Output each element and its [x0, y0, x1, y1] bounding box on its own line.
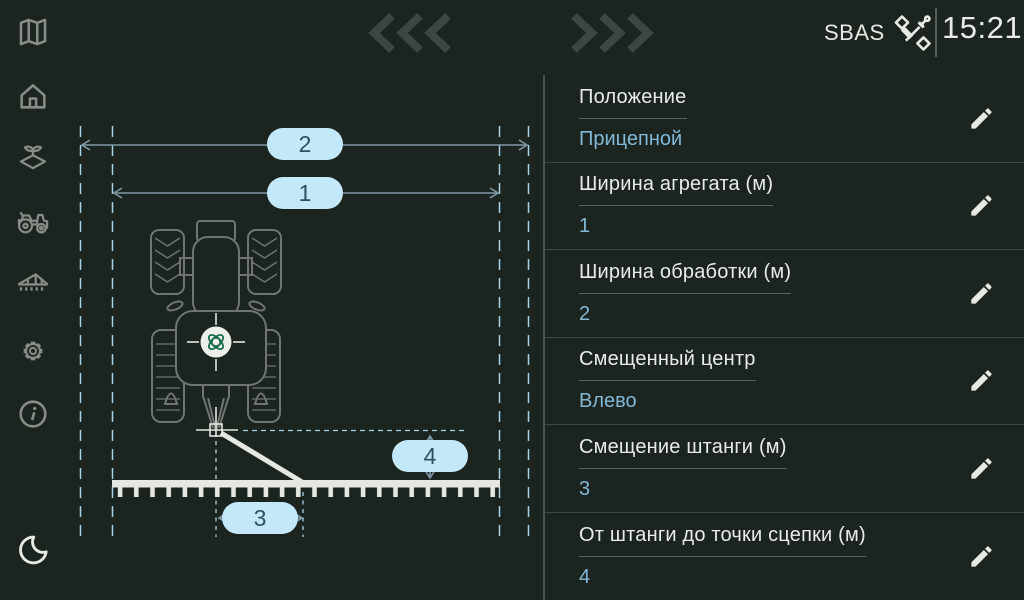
setting-label: Положение	[579, 86, 687, 119]
gps-position-marker	[187, 313, 245, 371]
implement-width-label: 1	[267, 177, 343, 209]
pencil-icon	[970, 458, 992, 479]
sidebar-item-implement[interactable]	[13, 258, 53, 298]
setting-value: 1	[579, 215, 591, 238]
setting-label: Смещение штанги (м)	[579, 436, 787, 469]
setting-row-working-width[interactable]: Ширина обработки (м) 2	[545, 250, 1024, 338]
setting-value: 3	[579, 477, 591, 500]
sidebar-item-settings[interactable]	[13, 331, 53, 371]
map-icon	[19, 18, 47, 46]
setting-value: 2	[579, 302, 591, 325]
sidebar-item-info[interactable]	[13, 394, 53, 434]
setting-row-offset-center[interactable]: Смещенный центр Влево	[545, 338, 1024, 425]
setting-label: Ширина агрегата (м)	[579, 173, 774, 207]
pencil-icon	[970, 370, 992, 391]
wheel-tread	[154, 237, 278, 283]
moon-icon	[19, 535, 48, 565]
sidebar-item-map[interactable]	[13, 12, 53, 52]
edit-position-button[interactable]	[966, 103, 996, 133]
plant-icon	[19, 145, 47, 170]
setting-value: Прицепной	[579, 127, 683, 150]
implement-boom	[112, 480, 500, 497]
sidebar-item-vehicle[interactable]	[13, 201, 53, 241]
edit-boom-to-hitch-button[interactable]	[966, 541, 996, 571]
setting-value: Влево	[579, 390, 637, 413]
construction-lines	[215, 429, 467, 537]
hitch-point-marker	[196, 407, 238, 437]
pencil-icon	[970, 195, 992, 216]
info-icon	[19, 400, 47, 428]
next-page-button[interactable]	[570, 11, 656, 58]
gear-icon	[23, 341, 43, 361]
implement-settings-panel: Положение Прицепной Ширина агрегата (м) …	[543, 75, 1024, 600]
satellite-icon	[894, 15, 931, 51]
width-guide-lines	[79, 126, 530, 541]
pencil-icon	[970, 546, 992, 567]
drawbar-line	[219, 430, 304, 485]
setting-row-boom-to-hitch[interactable]: От штанги до точки сцепки (м) 4	[545, 513, 1024, 600]
edit-implement-width-button[interactable]	[966, 191, 996, 221]
boom-offset-label: 3	[222, 502, 298, 534]
clock: 15:21	[942, 10, 1023, 45]
pencil-icon	[970, 283, 992, 304]
working-width-label: 2	[267, 128, 343, 160]
tractor-icon	[17, 211, 49, 234]
boom-to-hitch-label: 4	[392, 440, 468, 472]
setting-row-implement-width[interactable]: Ширина агрегата (м) 1	[545, 163, 1024, 250]
chevrons-left-icon	[368, 13, 451, 53]
setting-label: От штанги до точки сцепки (м)	[579, 524, 866, 557]
edit-boom-offset-button[interactable]	[966, 453, 996, 483]
night-mode-toggle[interactable]	[13, 530, 53, 570]
sidebar-item-field[interactable]	[13, 134, 53, 174]
crosshair-ticks	[187, 313, 245, 371]
edit-offset-center-button[interactable]	[966, 366, 996, 396]
pencil-icon	[970, 108, 992, 129]
orbit-icon	[208, 334, 224, 350]
sidebar-item-home[interactable]	[13, 76, 53, 116]
prev-page-button[interactable]	[366, 11, 452, 58]
setting-row-boom-offset[interactable]: Смещение штанги (м) 3	[545, 425, 1024, 513]
implement-icon	[17, 273, 49, 291]
setting-label: Смещенный центр	[579, 348, 756, 382]
gnss-status-label: SBAS	[824, 20, 885, 45]
topbar-divider	[935, 8, 937, 57]
setting-label: Ширина обработки (м)	[579, 261, 792, 294]
edit-working-width-button[interactable]	[966, 278, 996, 308]
home-icon	[20, 84, 46, 109]
chevrons-right-icon	[571, 13, 654, 53]
setting-value: 4	[579, 565, 591, 588]
setting-row-position[interactable]: Положение Прицепной	[545, 75, 1024, 163]
